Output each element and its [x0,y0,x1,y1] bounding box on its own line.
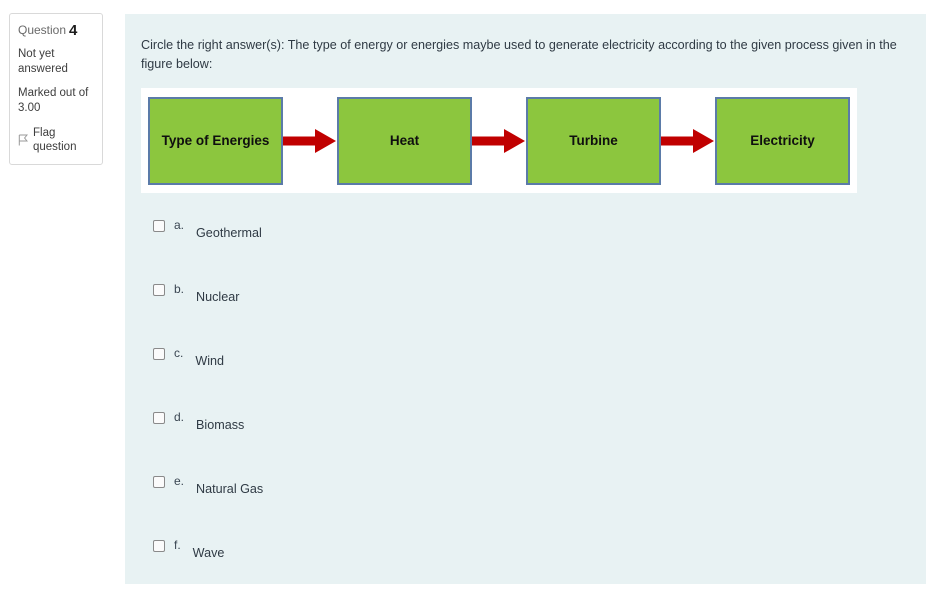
option-row-e[interactable]: e. Natural Gas [141,473,910,537]
flow-row: Type of Energies Heat Turbine Electricit… [141,96,857,185]
option-label-e[interactable]: Natural Gas [196,482,264,496]
option-letter-b: b. [174,282,185,296]
option-letter-a: a. [174,218,185,232]
option-letter-d: d. [174,410,185,424]
question-content-panel: Circle the right answer(s): The type of … [125,14,926,584]
flag-question-label: Flag question [33,127,77,153]
flag-question-button[interactable]: Flag question [18,126,94,154]
question-state: Not yet answered [18,48,68,75]
option-checkbox-d[interactable] [153,412,165,424]
option-checkbox-e[interactable] [153,476,165,488]
question-grade: Marked out of 3.00 [18,87,89,114]
flow-node-heat: Heat [337,96,472,185]
flow-node-turbine: Turbine [526,96,661,185]
option-row-d[interactable]: d. Biomass [141,409,910,473]
option-checkbox-c[interactable] [153,348,165,360]
option-row-f[interactable]: f. Wave [141,537,910,601]
answer-options-list: a. Geothermal b. Nuclear c. Wind d. Biom… [141,217,910,601]
option-label-b[interactable]: Nuclear [196,290,240,304]
option-label-a[interactable]: Geothermal [196,226,262,240]
option-row-a[interactable]: a. Geothermal [141,217,910,281]
option-checkbox-b[interactable] [153,284,165,296]
option-row-c[interactable]: c. Wind [141,345,910,409]
option-checkbox-f[interactable] [153,540,165,552]
question-text: Circle the right answer(s): The type of … [141,38,897,71]
process-flow-diagram: Type of Energies Heat Turbine Electricit… [141,88,857,193]
arrow-right-icon [472,97,526,185]
option-letter-f: f. [174,538,181,552]
option-letter-e: e. [174,474,185,488]
option-label-d[interactable]: Biomass [196,418,245,432]
flow-node-type-of-energies: Type of Energies [148,96,283,185]
flag-icon [18,134,29,146]
option-letter-c: c. [174,346,184,360]
option-label-c[interactable]: Wind [195,354,225,368]
option-label-f[interactable]: Wave [192,546,225,560]
question-number-value: 4 [69,22,78,39]
arrow-right-icon [283,97,337,185]
option-row-b[interactable]: b. Nuclear [141,281,910,345]
arrow-right-icon [661,97,715,185]
flow-node-electricity: Electricity [715,96,850,185]
option-checkbox-a[interactable] [153,220,165,232]
question-number-label: Question [18,23,67,37]
